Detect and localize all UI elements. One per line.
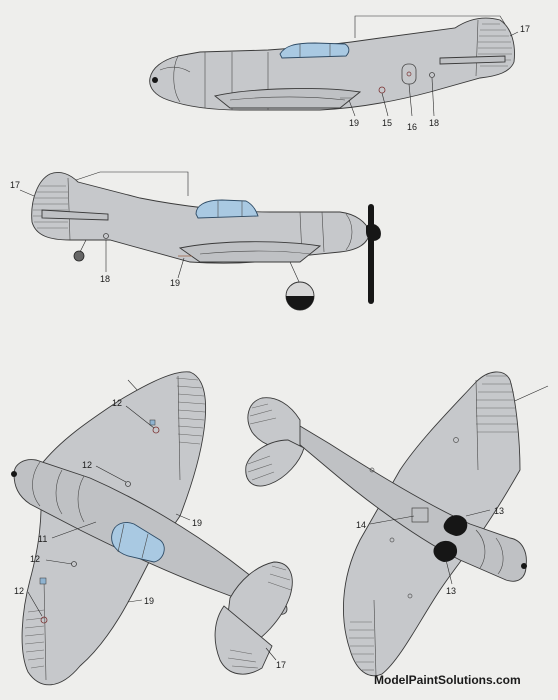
callout-17-plan: 17 — [276, 660, 286, 670]
wingtip-ribs-lower — [24, 579, 47, 681]
main-wheel-tyre — [286, 296, 314, 310]
canopy — [279, 42, 350, 59]
watermark: ModelPaintSolutions.com — [374, 673, 521, 687]
wing-root — [213, 88, 362, 109]
callout-11: 11 — [38, 534, 47, 544]
spinner — [366, 223, 381, 241]
exhaust-shield-upper — [443, 515, 468, 536]
rudder-ribs — [33, 177, 71, 241]
tail-wheel — [73, 250, 85, 262]
callout-13-a: 13 — [494, 506, 504, 516]
callout-12-a: 12 — [112, 398, 122, 408]
tailplane-lower — [245, 439, 305, 487]
callout-19-b: 19 — [144, 596, 154, 606]
antenna-wire — [69, 171, 189, 196]
callout-12-d: 12 — [14, 586, 24, 596]
antenna-wire — [354, 15, 506, 38]
wing-root — [178, 241, 322, 263]
right-side-profile: 17 19 15 16 18 — [149, 15, 530, 132]
callout-17-mid: 17 — [10, 180, 20, 190]
spinner-tip — [152, 77, 158, 83]
callout-17-top: 17 — [520, 24, 530, 34]
marker-18 — [429, 72, 435, 78]
spinner-tip — [521, 563, 527, 569]
callout-19-mid: 19 — [170, 278, 180, 288]
wingtip-ribs-upper — [175, 375, 206, 481]
propeller-blade — [368, 204, 374, 304]
callout-12-b: 12 — [82, 460, 92, 470]
lower-surface-plan: 13 14 13 — [245, 371, 549, 677]
callout-19-a: 19 — [192, 518, 202, 528]
callout-18-mid: 18 — [100, 274, 110, 284]
canopy — [111, 522, 165, 563]
tailplane — [247, 397, 301, 449]
callout-18-top: 18 — [429, 118, 439, 128]
marker-18 — [103, 233, 109, 239]
tailplane-lower — [214, 605, 273, 675]
left-side-profile: 17 18 19 — [10, 171, 381, 311]
callout-13-b: 13 — [446, 586, 456, 596]
callout-16-top: 16 — [407, 122, 417, 132]
upper-surface-plan: 12 12 11 19 12 12 19 17 — [11, 371, 293, 686]
wingtip-ribs-upper — [475, 375, 518, 471]
callout-15-top: 15 — [382, 118, 392, 128]
exhaust-shield-lower — [433, 540, 458, 562]
callout-12-c: 12 — [30, 554, 40, 564]
horizontal-stabilizer — [41, 209, 109, 221]
elevator-ribs — [247, 403, 277, 481]
access-panel — [411, 507, 429, 523]
callout-19-top: 19 — [349, 118, 359, 128]
elevator-ribs — [227, 565, 292, 669]
callout-14: 14 — [356, 520, 366, 530]
wingtip-ribs-lower — [349, 599, 377, 677]
horizontal-stabilizer — [439, 55, 506, 65]
spinner-tip — [11, 471, 17, 477]
canopy — [195, 199, 259, 219]
